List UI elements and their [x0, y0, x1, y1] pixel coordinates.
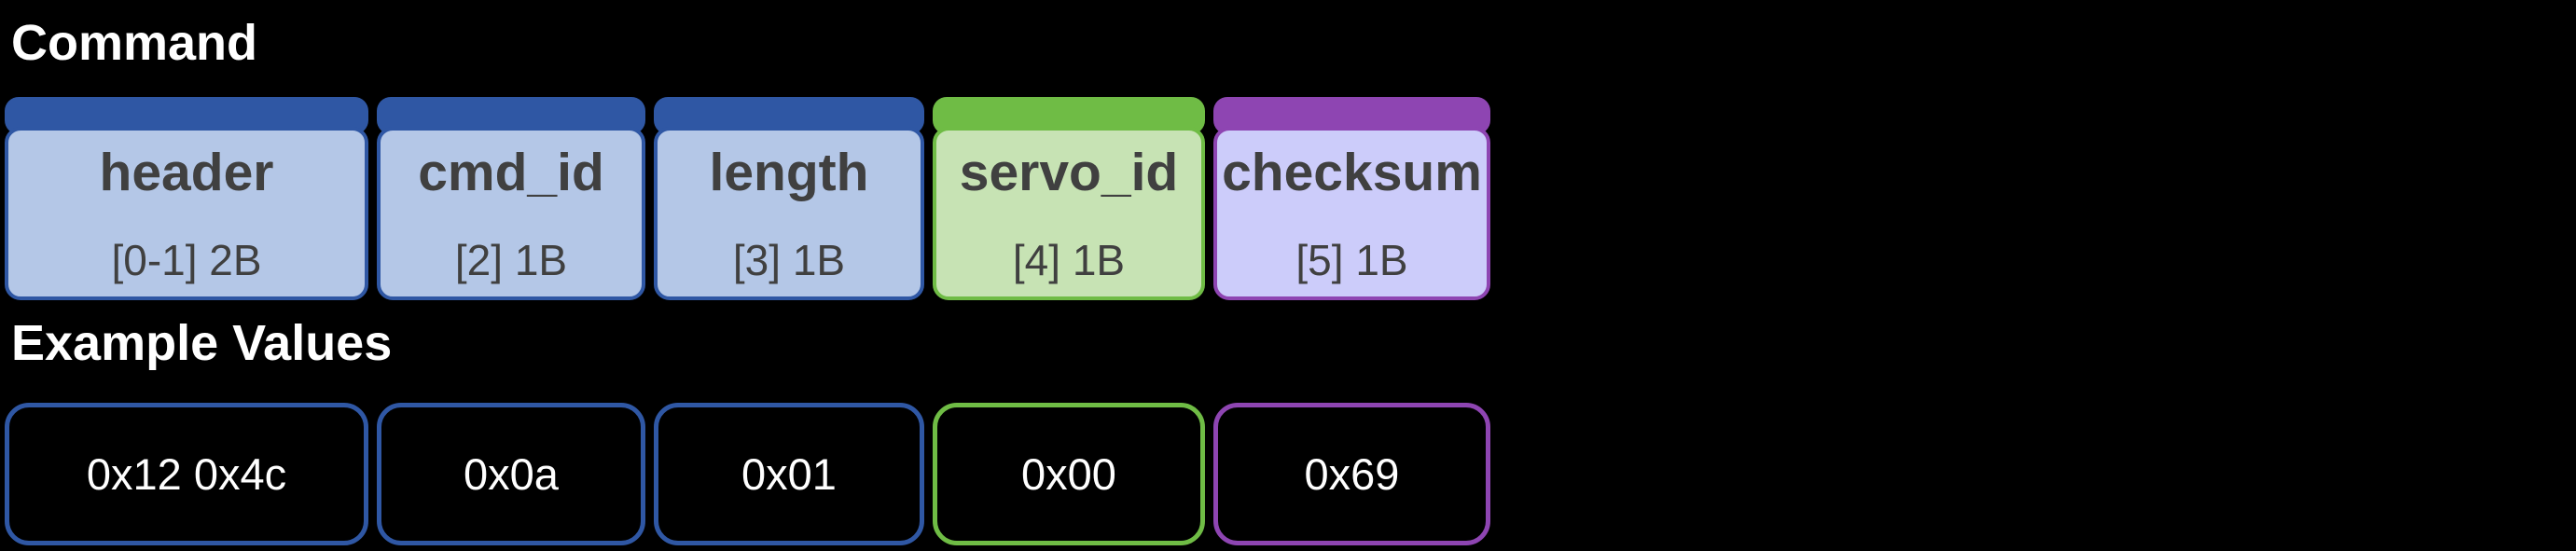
packet-field-servo_id: servo_id [4] 1B	[933, 97, 1205, 300]
example-value-label: 0x69	[1304, 449, 1400, 499]
example-value-box-length: 0x01	[654, 403, 924, 545]
field-body: cmd_id [2] 1B	[377, 127, 645, 300]
field-name-label: checksum	[1222, 142, 1482, 202]
example-values-section-title: Example Values	[11, 315, 393, 371]
example-value-box-header: 0x12 0x4c	[5, 403, 368, 545]
field-byte-range-label: [3] 1B	[732, 235, 846, 284]
packet-fields-row: header [0-1] 2B cmd_id [2] 1B length [3]…	[5, 97, 1490, 300]
field-byte-range-label: [2] 1B	[454, 235, 568, 284]
example-value-box-cmd_id: 0x0a	[377, 403, 645, 545]
example-values-row: 0x12 0x4c 0x0a 0x01 0x00 0x69	[5, 403, 1490, 545]
field-body: length [3] 1B	[654, 127, 924, 300]
field-byte-range-label: [4] 1B	[1012, 235, 1126, 284]
example-value-label: 0x01	[741, 449, 837, 499]
packet-field-header: header [0-1] 2B	[5, 97, 368, 300]
example-value-label: 0x0a	[464, 449, 559, 499]
field-byte-range-label: [5] 1B	[1295, 235, 1408, 284]
packet-field-cmd_id: cmd_id [2] 1B	[377, 97, 645, 300]
example-value-box-servo_id: 0x00	[933, 403, 1205, 545]
packet-field-length: length [3] 1B	[654, 97, 924, 300]
example-value-label: 0x00	[1021, 449, 1116, 499]
example-value-label: 0x12 0x4c	[86, 449, 287, 499]
field-name-label: length	[709, 142, 869, 202]
field-body: header [0-1] 2B	[5, 127, 368, 300]
field-byte-range-label: [0-1] 2B	[111, 235, 262, 284]
field-body: servo_id [4] 1B	[933, 127, 1205, 300]
field-name-label: cmd_id	[418, 142, 604, 202]
command-section-title: Command	[11, 15, 258, 71]
field-name-label: header	[99, 142, 274, 202]
field-name-label: servo_id	[959, 142, 1179, 202]
packet-field-checksum: checksum [5] 1B	[1213, 97, 1490, 300]
field-body: checksum [5] 1B	[1213, 127, 1490, 300]
example-value-box-checksum: 0x69	[1213, 403, 1490, 545]
